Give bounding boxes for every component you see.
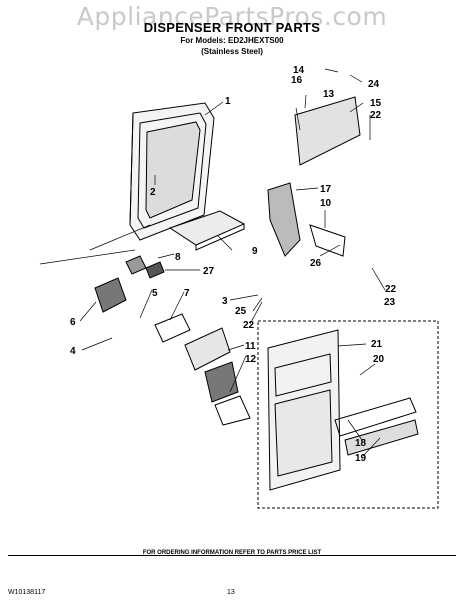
callout-26: 26	[310, 258, 322, 269]
callout-3: 3	[222, 296, 228, 307]
watermark: AppliancePartsPros.com	[76, 2, 388, 31]
callout-22-center: 22	[243, 320, 255, 331]
callout-19: 19	[355, 453, 367, 464]
footer-divider	[8, 555, 456, 556]
callout-20: 20	[373, 354, 385, 365]
leader-lines	[39, 68, 386, 457]
callout-8: 8	[175, 252, 181, 263]
callout-22-right: 22	[385, 284, 397, 295]
dispenser-front-panel	[267, 329, 419, 491]
callout-5: 5	[152, 288, 158, 299]
callout-27: 27	[203, 266, 215, 277]
callout-4: 4	[70, 346, 76, 357]
callout-10: 10	[320, 198, 332, 209]
callout-9: 9	[252, 246, 258, 257]
callout-16: 16	[291, 75, 303, 86]
actuator-paddle	[184, 327, 251, 426]
subassembly-boundary	[257, 320, 439, 509]
callout-24: 24	[368, 79, 380, 90]
finish-note: (Stainless Steel)	[201, 47, 263, 56]
callout-25: 25	[235, 306, 247, 317]
callout-15: 15	[370, 98, 382, 109]
callout-13: 13	[323, 89, 335, 100]
callout-23: 23	[384, 297, 396, 308]
callout-11: 11	[245, 341, 256, 352]
callout-22-top: 22	[370, 110, 382, 121]
dispenser-housing	[129, 102, 215, 241]
page-number: 13	[227, 589, 235, 596]
callout-18: 18	[355, 438, 367, 449]
callout-1: 1	[225, 96, 231, 107]
ordering-info: FOR ORDERING INFORMATION REFER TO PARTS …	[142, 550, 322, 556]
dispenser-lever-bracket	[267, 96, 361, 257]
callout-2: 2	[150, 187, 156, 198]
callout-14: 14	[293, 65, 305, 76]
callout-17: 17	[320, 184, 332, 195]
callout-12: 12	[245, 354, 257, 365]
callout-21: 21	[371, 339, 383, 350]
drip-tray	[168, 210, 246, 251]
document-number: W10138117	[8, 589, 46, 596]
page-title: DISPENSER FRONT PARTS	[143, 20, 321, 35]
switch-assembly	[94, 255, 191, 343]
callout-numbers: 1 2 3 4 5 6 7 8 9 10 11 12 13 14 15 16 1…	[70, 65, 397, 464]
callout-7: 7	[184, 288, 190, 299]
callout-6: 6	[70, 317, 76, 328]
models-line: For Models: ED2JHEXTS00	[180, 36, 284, 45]
